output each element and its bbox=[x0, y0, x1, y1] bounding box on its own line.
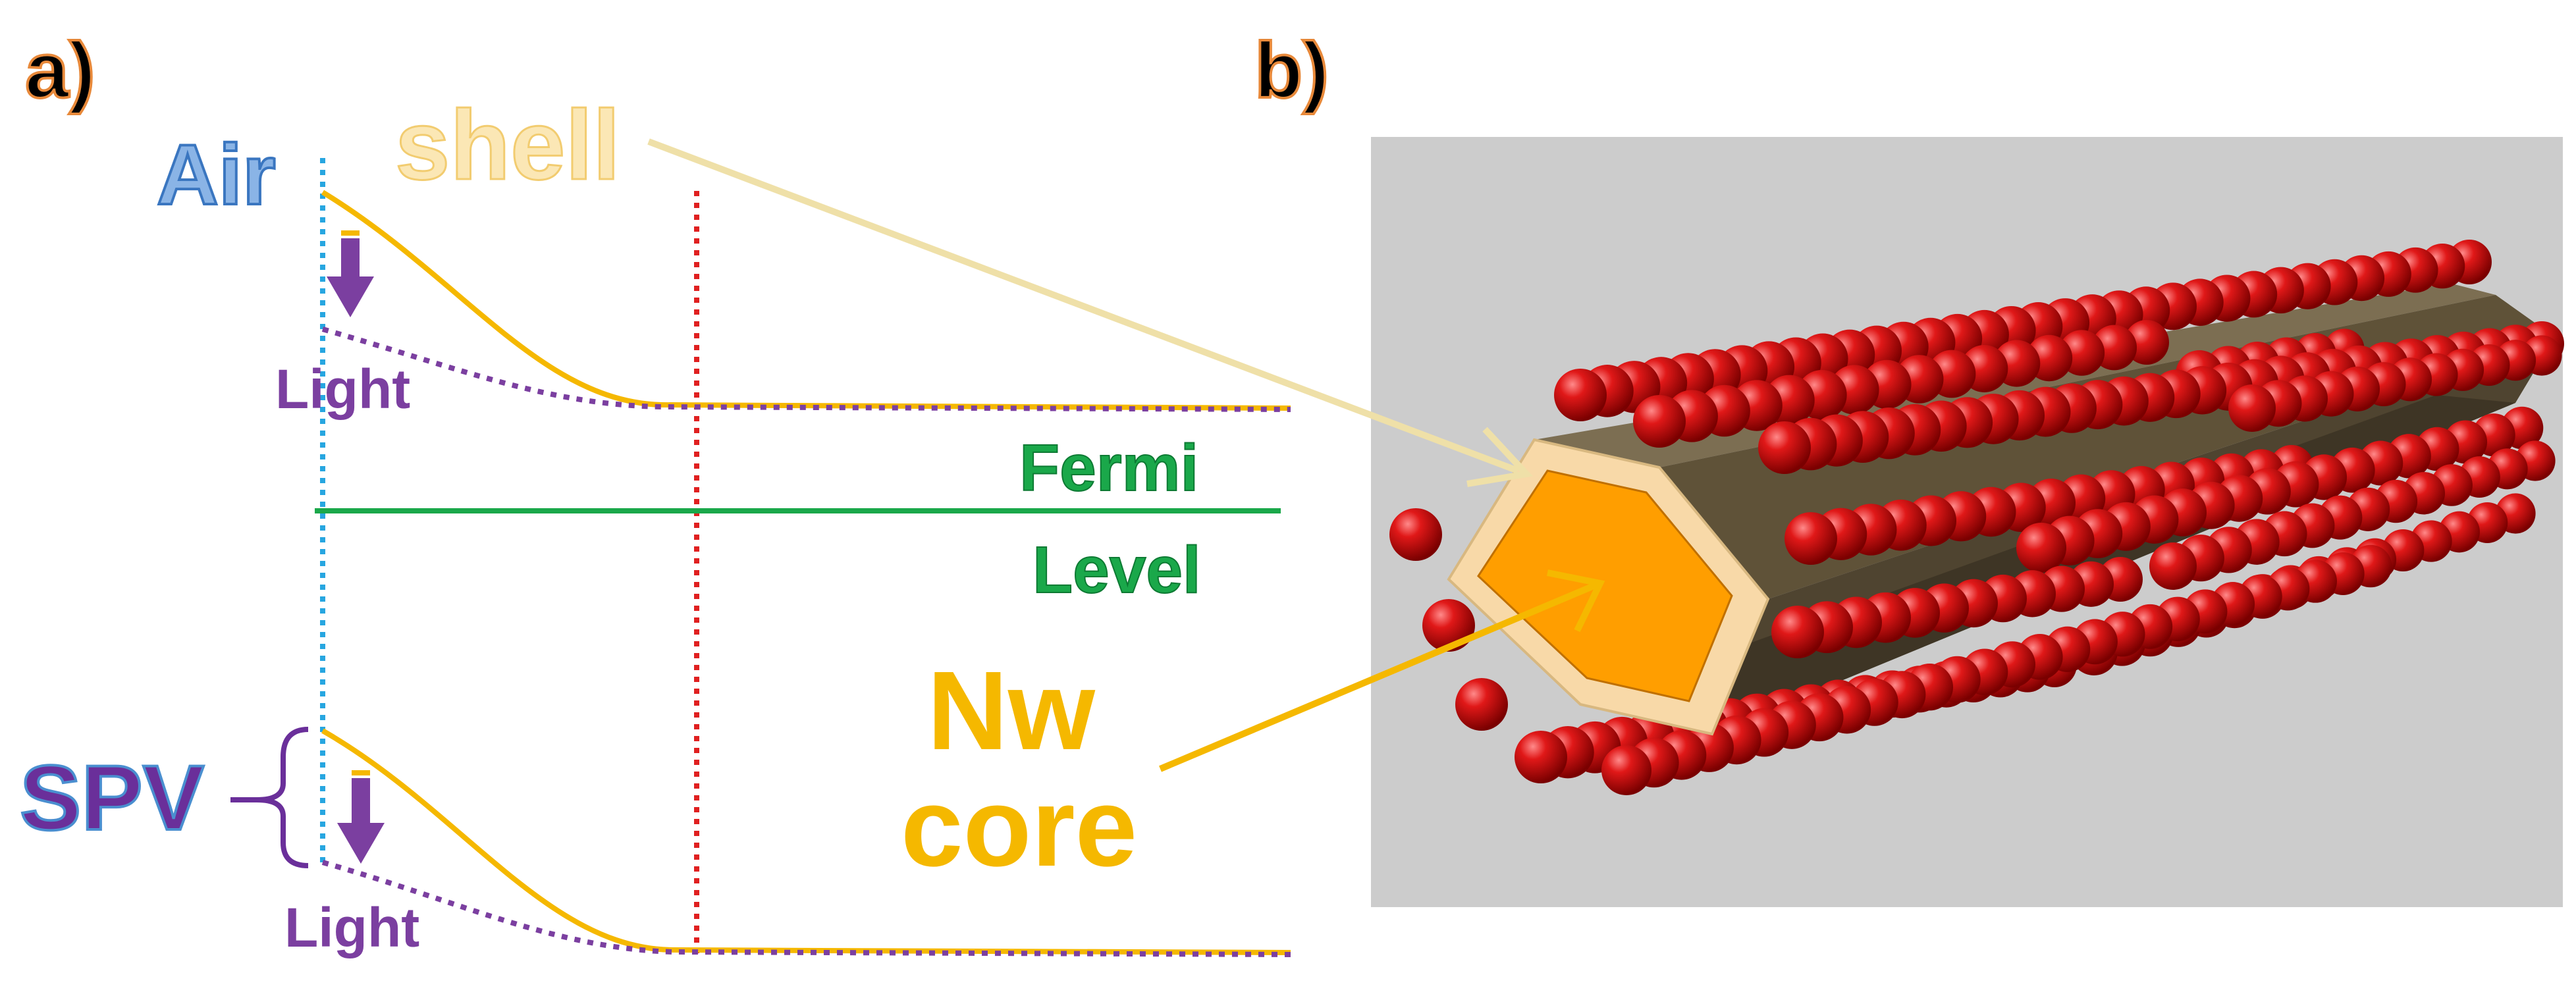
shell-label: shell bbox=[395, 90, 620, 200]
light-arrow-top-icon bbox=[327, 230, 374, 317]
panel-a-label: a) bbox=[25, 26, 95, 115]
shell-leader-line bbox=[647, 138, 1519, 474]
particle-sphere bbox=[1554, 369, 1607, 421]
leader-arrows bbox=[647, 138, 1605, 772]
particle-sphere bbox=[1758, 421, 1811, 474]
panel-b: b) bbox=[1253, 25, 2564, 907]
particle-sphere bbox=[1771, 606, 1824, 658]
particle-sphere bbox=[2016, 523, 2066, 573]
particle-sphere bbox=[1784, 512, 1837, 565]
particle-sphere bbox=[2149, 542, 2197, 590]
light-arrow-bottom-icon bbox=[337, 770, 385, 864]
panel-b-label: b) bbox=[1254, 26, 1329, 115]
particle-sphere bbox=[1515, 731, 1567, 783]
core-leader-arrowhead bbox=[1547, 569, 1605, 633]
valence-band-light-curve bbox=[321, 860, 1291, 957]
panel-a: a) Air shell Light Light Fermi Level bbox=[18, 25, 1291, 958]
particle-sphere bbox=[1389, 508, 1442, 561]
surface-particles bbox=[1389, 240, 2564, 795]
fermi-label-line1: Fermi bbox=[1019, 431, 1198, 505]
core-label-line1: Nw bbox=[927, 648, 1096, 773]
core-leader-line bbox=[1159, 581, 1598, 772]
shell-leader-arrowhead bbox=[1466, 427, 1533, 487]
air-label: Air bbox=[157, 126, 276, 223]
particle-sphere bbox=[1601, 745, 1651, 795]
spv-label: SPV bbox=[20, 746, 204, 849]
core-label-line2: core bbox=[901, 765, 1137, 890]
particle-sphere bbox=[1633, 395, 1686, 448]
fermi-label-line2: Level bbox=[1033, 533, 1201, 607]
spv-bracket bbox=[256, 727, 309, 868]
particle-sphere bbox=[1455, 678, 1508, 731]
light-label-bottom: Light bbox=[284, 897, 419, 958]
light-label-top: Light bbox=[275, 358, 410, 420]
conduction-band-curve bbox=[321, 190, 1291, 411]
core-hexagon bbox=[1477, 469, 1733, 702]
conduction-band-light-curve bbox=[321, 327, 1291, 412]
valence-band-curve bbox=[321, 728, 1291, 955]
particle-sphere bbox=[2228, 384, 2276, 432]
